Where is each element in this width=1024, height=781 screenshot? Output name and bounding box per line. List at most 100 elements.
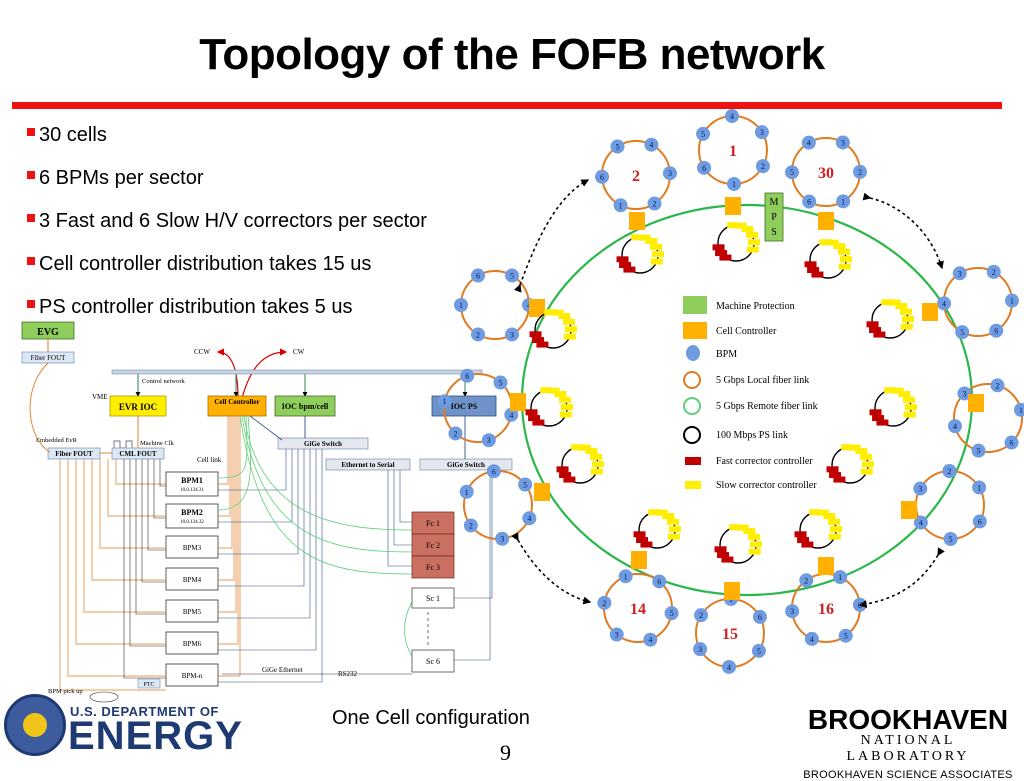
cw-label: CW (293, 348, 305, 356)
bullet-square-icon (27, 128, 35, 136)
fast-corrector-node (797, 537, 810, 544)
fast-corrector-node (715, 250, 728, 257)
bpm-box (165, 535, 219, 559)
bpm-node (495, 531, 510, 546)
bpm-number: 6 (978, 517, 982, 526)
bullet-item: Cell controller distribution takes 15 us (25, 251, 427, 294)
fast-corrector-node (872, 415, 885, 422)
bpm-number: 4 (810, 635, 814, 644)
bullet-square-icon (27, 300, 35, 308)
bpm-node (972, 480, 987, 495)
fast-corrector-node (717, 552, 730, 559)
bpm-node (751, 643, 766, 658)
bpm-number: 5 (510, 272, 514, 281)
bpm-node (957, 386, 972, 401)
bpm-node (595, 169, 610, 184)
bpm-number: 3 (698, 645, 702, 654)
slow-corrector-node (650, 258, 663, 265)
bpm-box (165, 663, 219, 687)
clock-waveform-icon (113, 440, 133, 449)
bpm-node (694, 608, 709, 623)
bpm-number: 2 (947, 467, 951, 476)
slow-corrector-node (901, 316, 914, 323)
bullet-text: 6 BPMs per sector (39, 167, 204, 189)
ring-legend: Machine Protection Cell Controller BPM 5… (683, 296, 818, 491)
legend-local-fiber-icon (683, 371, 701, 389)
bpm-node (644, 137, 659, 152)
fast-corrector-node (559, 472, 572, 479)
bpm-number: 1 (841, 197, 845, 206)
slow-corrector-node (560, 404, 573, 411)
slow-corrector-node (828, 533, 841, 540)
mps-letter: S (771, 227, 777, 238)
slow-corrector-node (741, 226, 754, 233)
evr-ioc-label: EVR IOC (119, 402, 157, 412)
fast-corrector-node (636, 537, 649, 544)
bullet-square-icon (27, 214, 35, 222)
bpm-number: 6 (702, 164, 706, 173)
bpm-node (947, 419, 962, 434)
bnl-lab-text: NATIONAL LABORATORY (846, 733, 970, 764)
bpm-number: 6 (657, 577, 661, 586)
legend-label: Slow corrector controller (716, 480, 817, 491)
bpm-number: 3 (918, 485, 922, 494)
bpm-node (913, 515, 928, 530)
cell-controller-node (510, 393, 526, 411)
cell-configuration: EVG Fiber FOUT CCW CW Control network VM… (21, 321, 513, 703)
bpm-number: 1 (443, 397, 447, 406)
bpm-number: 6 (492, 467, 496, 476)
bpm-node (1004, 435, 1019, 450)
legend-label: Machine Protection (716, 301, 795, 312)
slow-corrector-node (809, 509, 822, 516)
bpm-number: 3 (668, 169, 672, 178)
bpm-node (972, 514, 987, 529)
slow-corrector-node (563, 318, 576, 325)
bpm-number: 4 (730, 112, 734, 121)
fast-corrector-node (714, 546, 727, 553)
ptc-label: PTC (143, 682, 154, 688)
bpm-node (913, 481, 928, 496)
fast-corrector-node (712, 244, 725, 251)
fast-corrector-node (640, 541, 653, 548)
fast-corrector-node (619, 262, 632, 269)
bullet-text: PS controller distribution takes 5 us (39, 296, 353, 318)
slow-corrector-node (729, 524, 742, 531)
cell-controller-node (631, 551, 647, 569)
bpm-number: 2 (858, 168, 862, 177)
bpm-node (437, 394, 452, 409)
fast-corrector-node (536, 341, 549, 348)
bullet-item: 6 BPMs per sector (25, 165, 427, 208)
slow-corrector-node (904, 404, 917, 411)
bpm-node (662, 166, 677, 181)
bpm-node (1014, 402, 1024, 417)
bpm-node (460, 368, 475, 383)
slow-corrector-node (881, 299, 894, 306)
bpm-number: 1 (977, 483, 981, 492)
slow-corrector-node (559, 411, 572, 418)
fiber-fout-box (47, 447, 101, 460)
bpm-number: 5 (790, 168, 794, 177)
control-network-label: Control network (142, 378, 186, 385)
bpm-number: 1 (732, 180, 736, 189)
fast-corrector-node (525, 409, 538, 416)
fast-corrector-node (866, 321, 879, 328)
slow-corrector-node (748, 548, 761, 555)
bpm-box (165, 567, 219, 591)
slow-corrector-node (838, 248, 851, 255)
slow-corrector-node (848, 444, 861, 451)
bpm-node (937, 296, 952, 311)
bpm-number: 2 (453, 429, 457, 438)
doe-seal-icon (4, 694, 66, 756)
cml-fout-label: CML FOUT (119, 450, 156, 458)
bpm-number: 1 (1019, 406, 1023, 415)
bpm-node (597, 595, 612, 610)
bullet-square-icon (27, 171, 35, 179)
slow-corrector-node (903, 396, 916, 403)
slow-corrector-node (585, 448, 598, 455)
slow-corrector-node (829, 526, 842, 533)
slow-corrector-node (828, 518, 841, 525)
local-fiber-ring (915, 470, 985, 540)
bpm-node (493, 375, 508, 390)
slow-corrector-node (895, 303, 908, 310)
